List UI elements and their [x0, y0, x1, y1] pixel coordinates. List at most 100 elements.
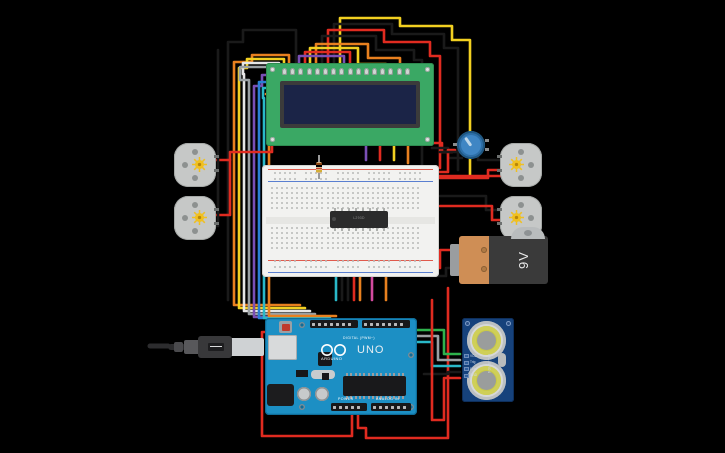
- mcu-pin: [397, 373, 400, 376]
- pot-terminal: [453, 143, 457, 146]
- power-jack[interactable]: [267, 384, 294, 406]
- ultrasonic-sensor-hcsr04[interactable]: HC-SR04 VCC Trig Echo GND: [462, 318, 514, 402]
- mcu-pin: [393, 396, 396, 399]
- analog-header-label: ANALOG IN: [376, 397, 400, 401]
- lcd-display-16x2[interactable]: [266, 63, 434, 146]
- arduino-uno-board[interactable]: ARDUINO UNO DIGITAL (PWM~) POWER ANALOG …: [265, 318, 417, 415]
- motor-rear-left[interactable]: [174, 196, 219, 240]
- mcu-pin: [363, 373, 366, 376]
- motor-gear-icon: [192, 210, 207, 225]
- header-pin[interactable]: [351, 405, 354, 409]
- header-pin[interactable]: [397, 405, 400, 409]
- ic-pin: [383, 208, 385, 211]
- header-pin[interactable]: [385, 405, 388, 409]
- header-pin[interactable]: [312, 322, 315, 326]
- header-pin[interactable]: [391, 405, 394, 409]
- sensor-crystal: [498, 353, 506, 367]
- header-pin[interactable]: [357, 405, 360, 409]
- mcu-pin: [358, 396, 361, 399]
- mcu-pin: [350, 396, 353, 399]
- header-pin[interactable]: [376, 322, 379, 326]
- ultrasonic-receiver: [467, 361, 506, 400]
- header-pin[interactable]: [370, 322, 373, 326]
- mcu-pin: [389, 396, 391, 399]
- sensor-silkscreen-label: HC-SR04: [487, 354, 492, 374]
- digital-header-left[interactable]: [310, 320, 358, 328]
- motor-gear-icon: [509, 157, 524, 172]
- header-pin[interactable]: [318, 322, 321, 326]
- header-pin[interactable]: [348, 322, 351, 326]
- header-pin[interactable]: [324, 322, 327, 326]
- potentiometer-knob[interactable]: [453, 131, 489, 159]
- motor-front-left[interactable]: [174, 143, 219, 187]
- sensor-pin-label: VCC: [470, 353, 477, 358]
- analog-header[interactable]: [371, 403, 411, 411]
- usb-port[interactable]: [268, 335, 297, 360]
- ic-pin: [376, 228, 378, 231]
- header-pin[interactable]: [339, 405, 342, 409]
- motor-driver-ic[interactable]: L293D: [330, 208, 388, 231]
- mcu-pin: [401, 396, 404, 399]
- sensor-pin-header[interactable]: VCC Trig Echo GND: [464, 354, 478, 380]
- mount-hole: [299, 322, 305, 328]
- ic-pin1-notch: [332, 217, 336, 221]
- mcu-pin: [397, 396, 400, 399]
- header-pin[interactable]: [345, 405, 348, 409]
- lcd-mount-hole: [270, 67, 275, 72]
- lcd-screen-text: [284, 85, 416, 124]
- breadboard-rail-hole-row: [274, 260, 427, 262]
- ic-pin: [348, 208, 350, 211]
- ic-label: L293D: [353, 216, 365, 220]
- header-pin[interactable]: [330, 322, 333, 326]
- battery-9v[interactable]: 9V: [450, 227, 548, 284]
- battery-wrapper: [459, 236, 489, 284]
- resistor[interactable]: [316, 155, 322, 179]
- breadboard-hole-row: [271, 187, 420, 189]
- mcu-pin: [376, 373, 379, 376]
- reset-button[interactable]: [279, 321, 292, 333]
- digital-header-right[interactable]: [362, 320, 410, 328]
- header-pin[interactable]: [342, 322, 345, 326]
- header-pin[interactable]: [333, 405, 336, 409]
- header-pin[interactable]: [364, 322, 367, 326]
- header-pin[interactable]: [403, 405, 406, 409]
- lcd-mount-hole: [425, 67, 430, 72]
- mcu-pin: [346, 373, 348, 376]
- breadboard-top-rail: [268, 169, 433, 182]
- breadboard-hole-row: [271, 207, 420, 209]
- usb-cable[interactable]: [168, 336, 268, 358]
- arduino-model-text: UNO: [357, 344, 385, 356]
- header-pin[interactable]: [388, 322, 391, 326]
- lcd-pin-header[interactable]: [282, 68, 410, 75]
- mcu-pin: [350, 373, 353, 376]
- ic-pin: [355, 208, 357, 211]
- voltage-regulator: [296, 370, 308, 377]
- motor-front-right[interactable]: [497, 143, 542, 187]
- header-pin[interactable]: [336, 322, 339, 326]
- mcu-pin: [384, 373, 387, 376]
- mcu-pin: [358, 373, 361, 376]
- breadboard-hole-row: [271, 197, 420, 199]
- mount-hole: [299, 404, 305, 410]
- header-pin[interactable]: [400, 322, 403, 326]
- mcu-pin: [376, 396, 379, 399]
- mount-hole: [408, 352, 414, 358]
- mcu-pin: [384, 396, 387, 399]
- mcu-pin: [363, 396, 366, 399]
- sensor-pin-label: Trig: [470, 360, 476, 365]
- power-header[interactable]: [331, 403, 367, 411]
- arduino-infinity-logo-icon: [321, 344, 347, 356]
- header-pin[interactable]: [382, 322, 385, 326]
- mcu-pin: [354, 373, 357, 376]
- electrolytic-capacitor: [297, 387, 311, 401]
- resistor-body: [316, 162, 322, 173]
- small-chip: [322, 373, 329, 380]
- breadboard-bottom-rail: [268, 260, 433, 273]
- electrolytic-capacitor: [315, 387, 329, 401]
- breadboard-hole-row: [271, 232, 420, 234]
- header-pin[interactable]: [394, 322, 397, 326]
- header-pin[interactable]: [379, 405, 382, 409]
- ic-pin: [341, 208, 343, 211]
- header-pin[interactable]: [373, 405, 376, 409]
- breadboard-hole-row: [271, 202, 420, 204]
